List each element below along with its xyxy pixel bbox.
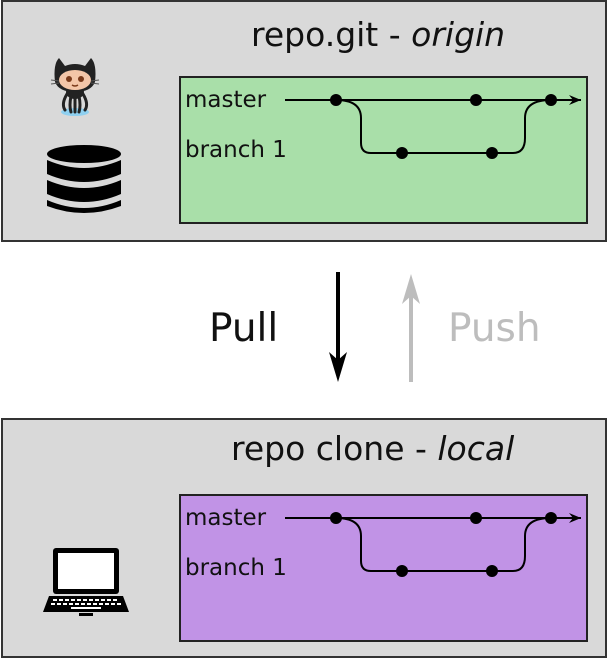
- local-commit-dot: [470, 512, 482, 524]
- local-branch-label-master: master: [185, 505, 267, 531]
- local-commit-dot: [330, 512, 342, 524]
- origin-commit-graph: master branch 1: [179, 76, 588, 224]
- push-label: Push: [448, 306, 541, 351]
- origin-master-arrowhead: [569, 95, 581, 105]
- local-repo-panel: repo clone - local master branch 1: [1, 418, 607, 658]
- origin-commit-lines: [285, 94, 581, 159]
- origin-title-main: repo.git -: [251, 15, 412, 54]
- origin-branch-label-branch1: branch 1: [185, 137, 287, 163]
- origin-title-emphasis: origin: [411, 15, 506, 54]
- local-commit-lines: [285, 512, 581, 577]
- origin-commit-dot: [330, 94, 342, 106]
- local-commit-dot: [545, 512, 557, 524]
- origin-commit-dot: [470, 94, 482, 106]
- database-icon: [47, 145, 121, 213]
- local-branch1-line: [335, 517, 552, 572]
- push-arrow-icon: [402, 274, 420, 382]
- origin-branch1-line: [335, 99, 552, 154]
- origin-commit-dot: [486, 147, 498, 159]
- origin-branch-label-master: master: [185, 87, 267, 113]
- laptop-icon: [43, 548, 129, 616]
- local-title: repo clone - local: [231, 429, 514, 468]
- local-master-arrowhead: [569, 513, 581, 523]
- local-commit-graph: master branch 1: [179, 494, 588, 642]
- local-commit-dot: [396, 565, 408, 577]
- local-branch-label-branch1: branch 1: [185, 555, 287, 581]
- local-commit-dot: [486, 565, 498, 577]
- pull-label: Pull: [209, 306, 279, 351]
- pull-arrow-icon: [329, 272, 347, 382]
- local-title-emphasis: local: [437, 429, 515, 468]
- origin-commit-dot: [396, 147, 408, 159]
- local-title-main: repo clone -: [231, 429, 438, 468]
- origin-title: repo.git - origin: [251, 15, 505, 54]
- github-octocat-icon: [50, 58, 100, 116]
- origin-commit-dot: [545, 94, 557, 106]
- origin-repo-panel: repo.git - origin master branch 1: [1, 0, 607, 242]
